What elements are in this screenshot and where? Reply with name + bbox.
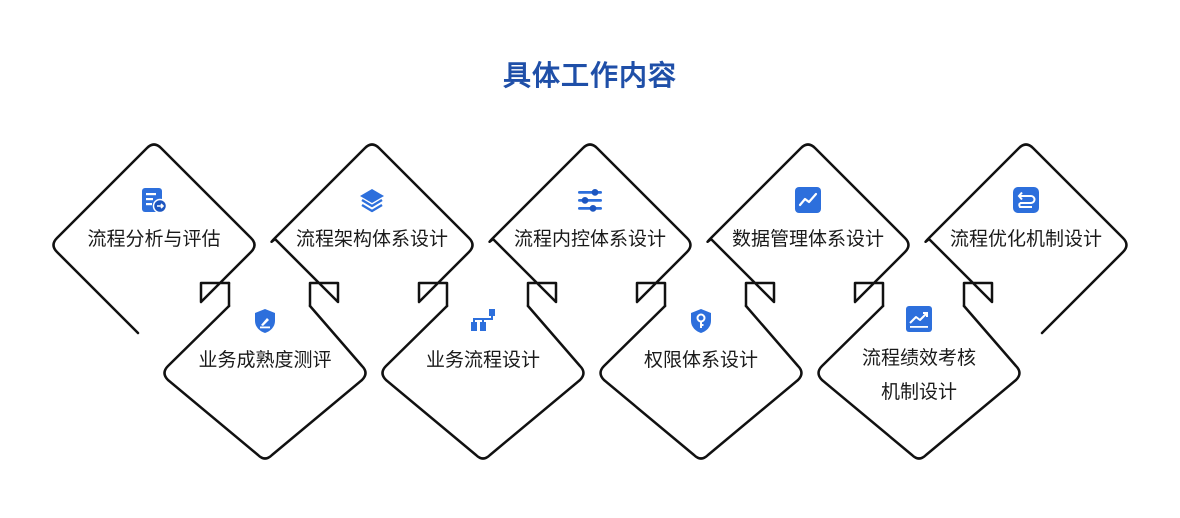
sliders-icon — [578, 189, 602, 212]
node-label: 流程内控体系设计 — [513, 228, 666, 250]
node-label: 权限体系设计 — [643, 349, 758, 371]
layers-icon — [360, 189, 384, 213]
bottom-node-3: 权限体系设计 — [601, 307, 801, 377]
page-title: 具体工作内容 — [502, 59, 677, 92]
top-node-3: 流程内控体系设计 — [490, 186, 690, 256]
node-label: 业务流程设计 — [425, 349, 540, 371]
list-arrow-icon — [142, 188, 168, 214]
node-label: 流程分析与评估 — [87, 228, 221, 250]
node-label: 业务成熟度测评 — [198, 349, 332, 371]
top-node-1: 流程分析与评估 — [54, 186, 254, 256]
shield-pen-icon — [255, 309, 275, 333]
top-node-5: 流程优化机制设计 — [926, 186, 1126, 256]
top-node-2: 流程架构体系设计 — [272, 186, 472, 256]
node-label: 数据管理体系设计 — [731, 228, 884, 250]
bottom-node-2: 业务流程设计 — [383, 307, 583, 377]
flow-blocks-icon — [471, 309, 495, 331]
growth-chart-icon — [906, 306, 932, 332]
node-label: 流程架构体系设计 — [295, 228, 448, 250]
trend-chart-icon — [795, 187, 821, 213]
node-label-line2: 机制设计 — [880, 381, 957, 403]
node-label: 流程绩效考核 — [861, 347, 976, 369]
shield-key-icon — [691, 309, 711, 333]
top-node-4: 数据管理体系设计 — [708, 186, 908, 256]
loop-arrows-icon — [1013, 187, 1039, 213]
bottom-node-1: 业务成熟度测评 — [165, 307, 365, 377]
node-label: 流程优化机制设计 — [949, 228, 1102, 250]
bottom-node-4: 流程绩效考核 机制设计 — [819, 305, 1019, 409]
